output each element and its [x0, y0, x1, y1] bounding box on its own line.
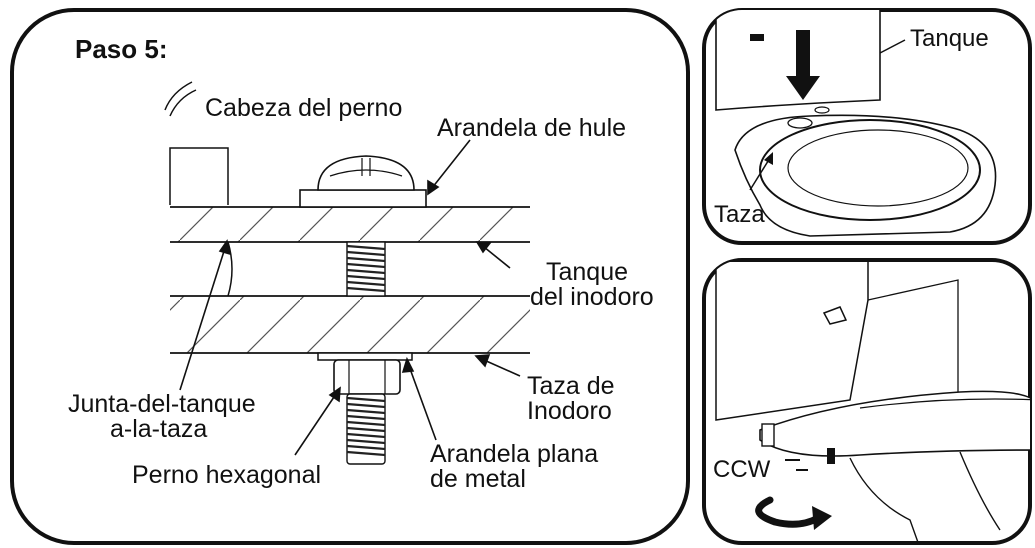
tank-handle	[750, 34, 764, 41]
down-arrow-head	[786, 76, 820, 100]
bowl-label: Taza	[714, 201, 765, 228]
rubber-washer-label: Arandela de hule	[437, 114, 626, 142]
bolt-slot	[329, 158, 403, 177]
mount-hole	[814, 106, 830, 114]
metal-flat-washer	[317, 352, 413, 361]
toilet-seat-inner	[859, 398, 1030, 409]
down-arrow-shaft	[796, 30, 810, 78]
tank-side	[867, 279, 959, 420]
tank-corner-outline	[169, 147, 229, 205]
bowl-slab	[170, 296, 530, 353]
bowl-leader-arrow	[764, 152, 773, 165]
toilet-seat	[759, 390, 1030, 457]
tank-slab	[170, 207, 530, 242]
toilet-tank	[715, 262, 869, 421]
top-right-panel: Tanque Taza	[702, 8, 1032, 245]
toilet-bowl	[849, 451, 1001, 543]
tank-label-line1: Tanque	[546, 258, 628, 286]
bolt-head-sketch	[164, 81, 197, 117]
bowl-label-line2: Inodoro	[527, 397, 612, 425]
step-title: Paso 5:	[75, 34, 168, 64]
gasket-edge	[227, 241, 233, 297]
bowl-label-line1: Taza de	[527, 372, 615, 400]
tank-label: Tanque	[910, 25, 989, 52]
tank-handle	[822, 306, 848, 325]
tank-leader	[879, 39, 906, 54]
toilet-seat-inner	[787, 129, 969, 207]
bolt	[761, 423, 775, 447]
rubber-washer	[299, 189, 427, 208]
ccw-label: CCW	[713, 456, 771, 483]
mount-hole	[787, 117, 813, 129]
bowl-leader	[749, 157, 771, 191]
flat-washer-label-line1: Arandela plana	[430, 440, 598, 468]
toilet-seat	[759, 119, 981, 221]
ccw-rotation-arrow	[755, 496, 832, 530]
leader-lines	[179, 139, 521, 456]
hex-nut	[333, 359, 401, 395]
gasket-label-line1: Junta-del-tanque	[68, 390, 256, 418]
hex-bolt-label: Perno hexagonal	[132, 461, 321, 489]
bolt-thread-upper	[346, 241, 386, 297]
flat-washer-label-line2: de metal	[430, 465, 526, 493]
gasket-label-line2: a-la-taza	[110, 415, 207, 443]
bottom-right-panel: CCW	[702, 258, 1032, 545]
bolt-thread-lower	[346, 393, 386, 465]
bolt	[827, 448, 835, 464]
tank-label-line2: del inodoro	[530, 283, 654, 311]
bolt-head	[317, 155, 415, 191]
main-panel: Paso 5: Cabeza del perno Arandela de hul…	[10, 8, 690, 545]
bolt-head-label: Cabeza del perno	[205, 94, 402, 122]
